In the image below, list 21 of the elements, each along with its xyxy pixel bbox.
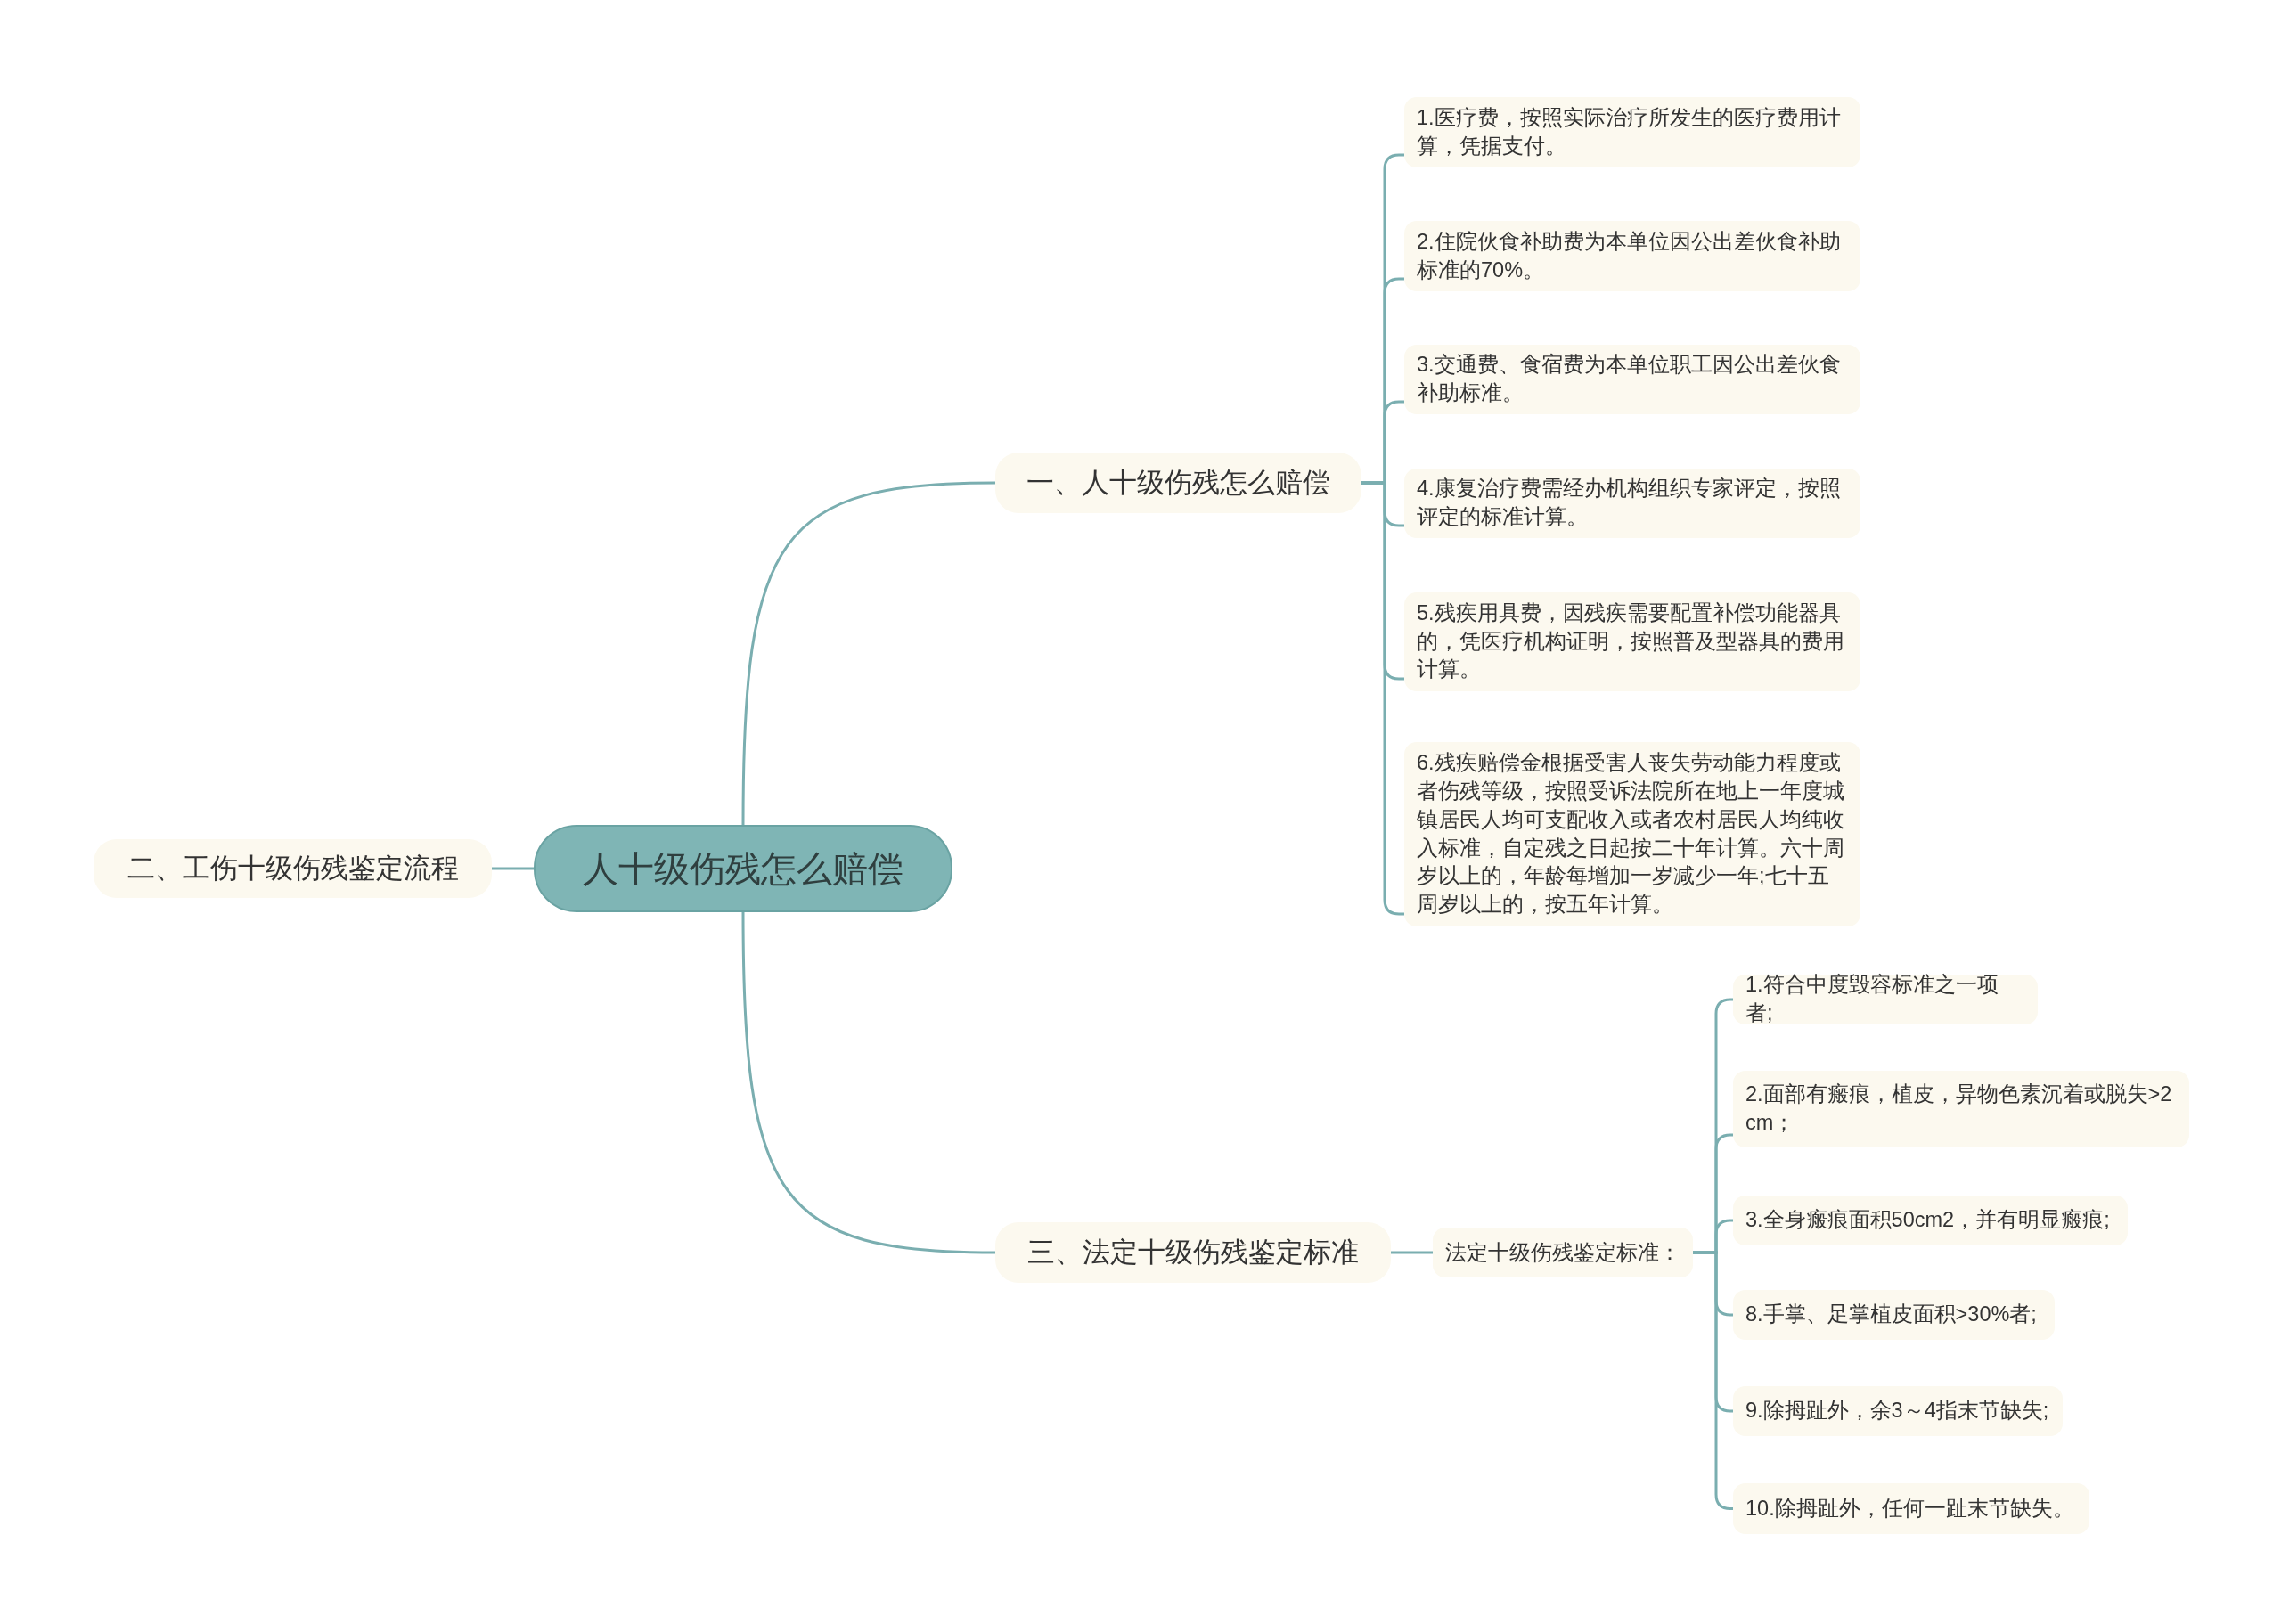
text-box: 4.康复治疗费需经办机构组织专家评定，按照评定的标准计算。: [1404, 469, 1860, 538]
text-box: 2.住院伙食补助费为本单位因公出差伙食补助标准的70%。: [1404, 221, 1860, 291]
topic-box: 法定十级伤残鉴定标准：: [1433, 1228, 1693, 1277]
topic-box: 二、工伤十级伤残鉴定流程: [94, 839, 492, 898]
connector-line: [741, 912, 996, 1254]
text-box: 8.手掌、足掌植皮面积>30%者;: [1733, 1290, 2055, 1340]
text-box: 5.残疾用具费，因残疾需要配置补偿功能器具的，凭医疗机构证明，按照普及型器具的费用计算。: [1404, 592, 1860, 691]
text-box: 1.符合中度毁容标准之一项者;: [1733, 975, 2038, 1024]
text-box: 3.全身瘢痕面积50cm2，并有明显瘢痕;: [1733, 1196, 2128, 1245]
text-box: 9.除拇趾外，余3～4指末节缺失;: [1733, 1386, 2063, 1436]
text-box: 1.医疗费，按照实际治疗所发生的医疗费用计算，凭据支付。: [1404, 97, 1860, 167]
topic-box: 三、法定十级伤残鉴定标准: [995, 1222, 1391, 1283]
connector-line: [741, 481, 996, 825]
text-box: 2.面部有瘢痕，植皮，异物色素沉着或脱失>2 cm；: [1733, 1071, 2189, 1147]
connector-line: [492, 867, 534, 870]
topic-box: 一、人十级伤残怎么赔偿: [995, 453, 1361, 513]
connector-line: [1391, 1251, 1433, 1254]
central-topic: 人十级伤残怎么赔偿: [534, 825, 952, 912]
text-box: 3.交通费、食宿费为本单位职工因公出差伙食补助标准。: [1404, 345, 1860, 414]
text-box: 6.残疾赔偿金根据受害人丧失劳动能力程度或者伤残等级，按照受诉法院所在地上一年度城镇居民人均可支配收入或者农村居民人均纯收入标准，自定残之日起按二十年计算。六十周岁以上的，年龄每增加一岁减少一年;七十五周岁以上的，按五年计算。: [1404, 742, 1860, 926]
text-box: 10.除拇趾外，任何一趾末节缺失。: [1733, 1483, 2089, 1534]
